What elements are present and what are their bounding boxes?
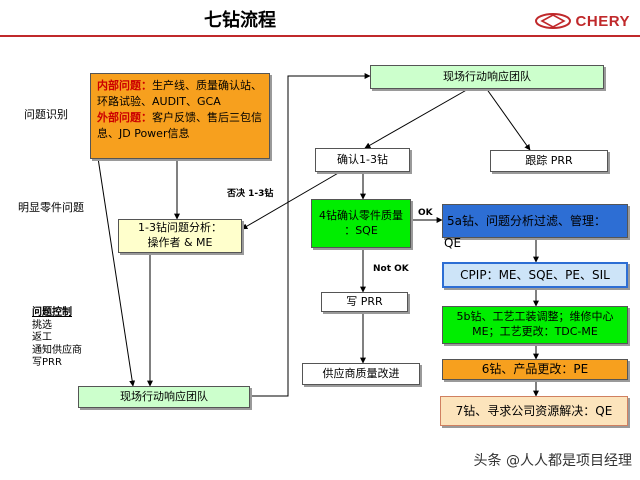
drill-6-box: 6钻、产品更改：PE [442, 359, 628, 380]
brand-logo: CHERY [534, 10, 630, 32]
page-title: 七钻流程 [204, 10, 276, 31]
ok-label: OK [418, 208, 433, 218]
brand-logo-text: CHERY [575, 12, 630, 30]
external-problem-label: 外部问题： [97, 110, 152, 124]
side-label-identify: 问题识别 [24, 108, 68, 121]
drill-5a-box: 5a钻、问题分析过滤、管理： [442, 204, 628, 238]
not-ok-label: Not OK [373, 264, 409, 274]
track-prr-box: 跟踪 PRR [490, 150, 608, 172]
problem-control-item: 写PRR [32, 357, 62, 368]
internal-problem-text: 生产线、质量确认站、环路试验、AUDIT、GCA [97, 79, 262, 108]
write-prr-box: 写 PRR [321, 292, 408, 312]
problem-control-list: 问题控制 挑选 返工 通知供应商 写PRR [32, 307, 82, 370]
supplier-improvement-box: 供应商质量改进 [302, 363, 420, 385]
side-label-obvious-parts: 明显零件问题 [18, 201, 84, 214]
response-team-top-box: 现场行动响应团队 [370, 65, 604, 89]
veto-1-3-label: 否决 1-3钻 [227, 189, 274, 199]
cpip-box: CPIP：ME、SQE、PE、SIL [442, 262, 628, 288]
confirm-1-3-box: 确认1-3钻 [315, 148, 410, 172]
drill-7-box: 7钻、寻求公司资源解决：QE [440, 396, 628, 426]
drill-4-line-2: ：SQE [344, 223, 378, 237]
analysis-line-2: 操作者 & ME [147, 236, 213, 249]
problem-control-heading: 问题控制 [32, 307, 72, 318]
analysis-1-3-box: 1-3钻问题分析： 操作者 & ME [118, 219, 242, 253]
drill-5a-text: 5a钻、问题分析过滤、管理： [447, 213, 606, 228]
internal-problem-label: 内部问题： [97, 79, 152, 92]
drill-5a-owner: QE [444, 236, 462, 250]
chery-logo-icon [534, 13, 571, 29]
problem-control-item: 返工 [32, 332, 52, 343]
drill-4-line-1: 4钻确认零件质量 [319, 208, 403, 222]
drill-4-box: 4钻确认零件质量 ：SQE [311, 199, 411, 248]
watermark: 头条 @人人都是项目经理 [473, 453, 632, 469]
response-team-bottom-box: 现场行动响应团队 [78, 386, 250, 408]
problem-source-box: 内部问题：生产线、质量确认站、环路试验、AUDIT、GCA 外部问题：客户反馈、… [90, 73, 270, 159]
problem-control-item: 挑选 [32, 319, 52, 331]
problem-control-item: 通知供应商 [32, 344, 82, 356]
drill-5b-box: 5b钻、工艺工装调整；维修中心ME；工艺更改：TDC-ME [442, 306, 628, 344]
external-problem-text: 客户反馈、售后三包信息、JD Power信息 [97, 110, 262, 140]
title-rule [0, 35, 640, 37]
analysis-line-1: 1-3钻问题分析： [138, 221, 222, 235]
